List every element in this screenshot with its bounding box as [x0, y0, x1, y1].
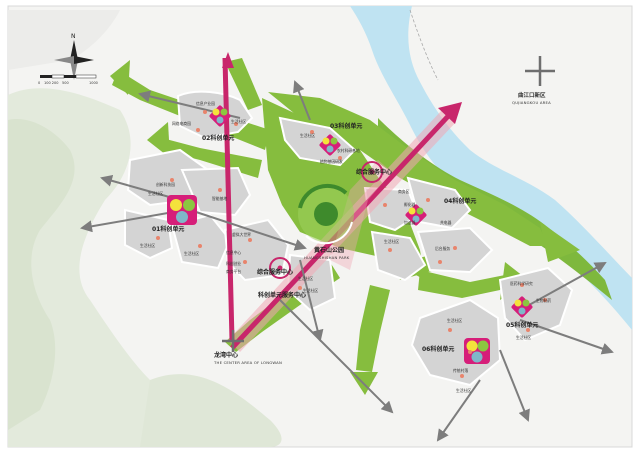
- unit-label-06: 06科创单元: [422, 345, 454, 353]
- scale-label-2: 500: [62, 81, 69, 85]
- cluster-icon-05: [511, 296, 533, 318]
- area-label: 加速器: [404, 220, 416, 225]
- area-label: 医药科学研究: [510, 281, 533, 286]
- area-label: 商务平台: [226, 269, 241, 274]
- unit-label-03: 03科创单元: [330, 122, 362, 130]
- unit-label-04: 04科创单元: [444, 197, 476, 205]
- hill-terrain: [8, 10, 282, 447]
- area-label: 生活社区: [456, 388, 471, 393]
- area-label: 生物制药: [536, 298, 551, 303]
- scale-label-3: 1000: [89, 81, 98, 85]
- area-label: 创新科技园: [156, 182, 175, 187]
- area-label: 网络电商园: [172, 121, 191, 126]
- area-label: 传统村落: [453, 368, 468, 373]
- unit-label-05: 05科创单元: [506, 321, 538, 329]
- area-label: 生活社区: [140, 243, 155, 248]
- area-label: 信息产业园: [196, 101, 215, 106]
- service-center-south: [269, 257, 291, 279]
- cluster-icon-06: [464, 338, 490, 364]
- scale-label-1: 100 200: [44, 81, 58, 85]
- cluster-icon-02: [209, 105, 231, 127]
- compass-icon: N: [54, 33, 94, 80]
- area-label: 后台服务: [435, 246, 450, 251]
- qujiangkou-cross-icon: [525, 56, 555, 86]
- park-logo: [298, 183, 354, 245]
- area-label: 植物基因研发: [320, 159, 343, 164]
- qujiangkou-label-en: QUJIANGKOU AREA: [512, 100, 551, 105]
- area-label: 信息中心: [226, 250, 241, 255]
- area-label: 生活社区: [300, 133, 315, 138]
- area-label: 生活社区: [384, 239, 399, 244]
- cluster-icon-04: [405, 204, 427, 226]
- park-name-cn: 黄石山公园: [314, 246, 344, 254]
- park-name-en: HUANGSHISHAN PARK: [304, 255, 350, 260]
- longwan-label-en: THE CENTER AREA OF LONGWAN: [213, 360, 282, 365]
- longwan-label-cn: 龙湾中心: [214, 351, 238, 359]
- service-center-south-label: 综合服务中心: [257, 268, 293, 276]
- area-label: 生活社区: [516, 335, 531, 340]
- district-boundary: [409, 9, 439, 81]
- service-center-north-label: 综合服务中心: [356, 168, 392, 176]
- unit-label-02: 02科创单元: [202, 134, 234, 142]
- area-label: 生活社区: [231, 119, 246, 124]
- scale-bar: 0 100 200 500 1000: [38, 74, 98, 85]
- scale-label-0: 0: [38, 81, 40, 85]
- area-label: 虚拟大世界: [232, 232, 251, 237]
- service-center-unit-label: 科创单元服务中心: [258, 291, 306, 299]
- area-label: 生活社区: [447, 318, 462, 323]
- facility-points: [156, 110, 547, 378]
- area-label: 商务区: [398, 189, 410, 194]
- service-center-north: [361, 161, 383, 183]
- longwan-cross-icon: [222, 330, 244, 352]
- area-label: 孵化器: [404, 202, 416, 207]
- area-label: 生活社区: [148, 191, 163, 196]
- cluster-icon-03: [319, 134, 341, 156]
- area-label: 科创创业: [226, 261, 241, 266]
- cluster-icon-01: [167, 195, 197, 225]
- area-label: 生活社区: [303, 288, 318, 293]
- connector-arrows: [80, 80, 614, 442]
- area-label: 生活社区: [184, 251, 199, 256]
- north-label: N: [71, 33, 76, 40]
- area-label: 农村科研基地: [337, 148, 360, 153]
- area-label: 智能基地: [212, 196, 227, 201]
- unit-label-01: 01科创单元: [152, 225, 184, 233]
- qujiangkou-label-cn: 曲江口新区: [518, 91, 546, 99]
- area-label: 共电器: [440, 220, 452, 225]
- area-label: 生活社区: [298, 276, 313, 281]
